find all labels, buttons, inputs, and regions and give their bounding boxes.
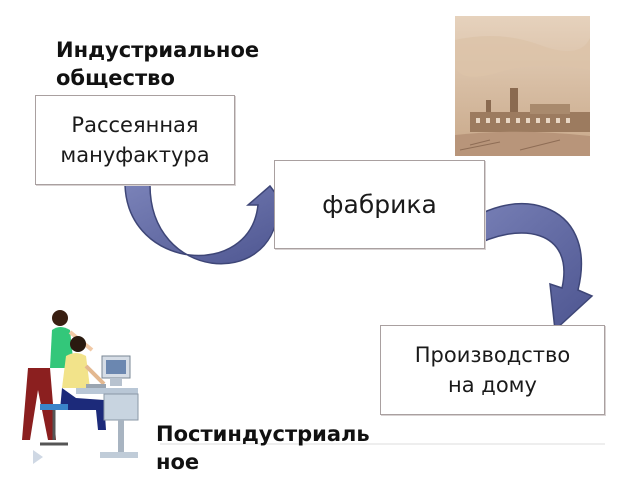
heading-postindustrial: Постиндустриаль ное: [156, 420, 370, 476]
office-workers-computer-icon: [22, 310, 139, 458]
arrow-fabrika-to-home: [453, 203, 594, 332]
heading-postindustrial-line2: ное: [156, 450, 200, 474]
box-home-line2: на дому: [448, 373, 537, 397]
factory-engraving-icon: [455, 16, 590, 156]
box-fabrika-label: фабрика: [322, 189, 437, 219]
box-manufaktura-line1: Рассеянная: [71, 113, 199, 137]
heading-industrial-line2: общество: [56, 66, 175, 90]
heading-industrial-society: Индустриальное общество: [56, 36, 259, 92]
box-home-line1: Производство: [414, 343, 571, 367]
arrow-manufaktura-to-fabrika: [124, 184, 290, 265]
triangle-bullet-icon: [33, 450, 43, 464]
heading-postindustrial-line1: Постиндустриаль: [156, 422, 370, 446]
box-manufaktura-line2: мануфактура: [60, 143, 210, 167]
box-factory: фабрика: [274, 160, 485, 249]
heading-industrial-line1: Индустриальное: [56, 38, 260, 62]
box-dispersed-manufactory: Рассеянная мануфактура: [35, 95, 235, 185]
box-home-production: Производство на дому: [380, 325, 605, 415]
